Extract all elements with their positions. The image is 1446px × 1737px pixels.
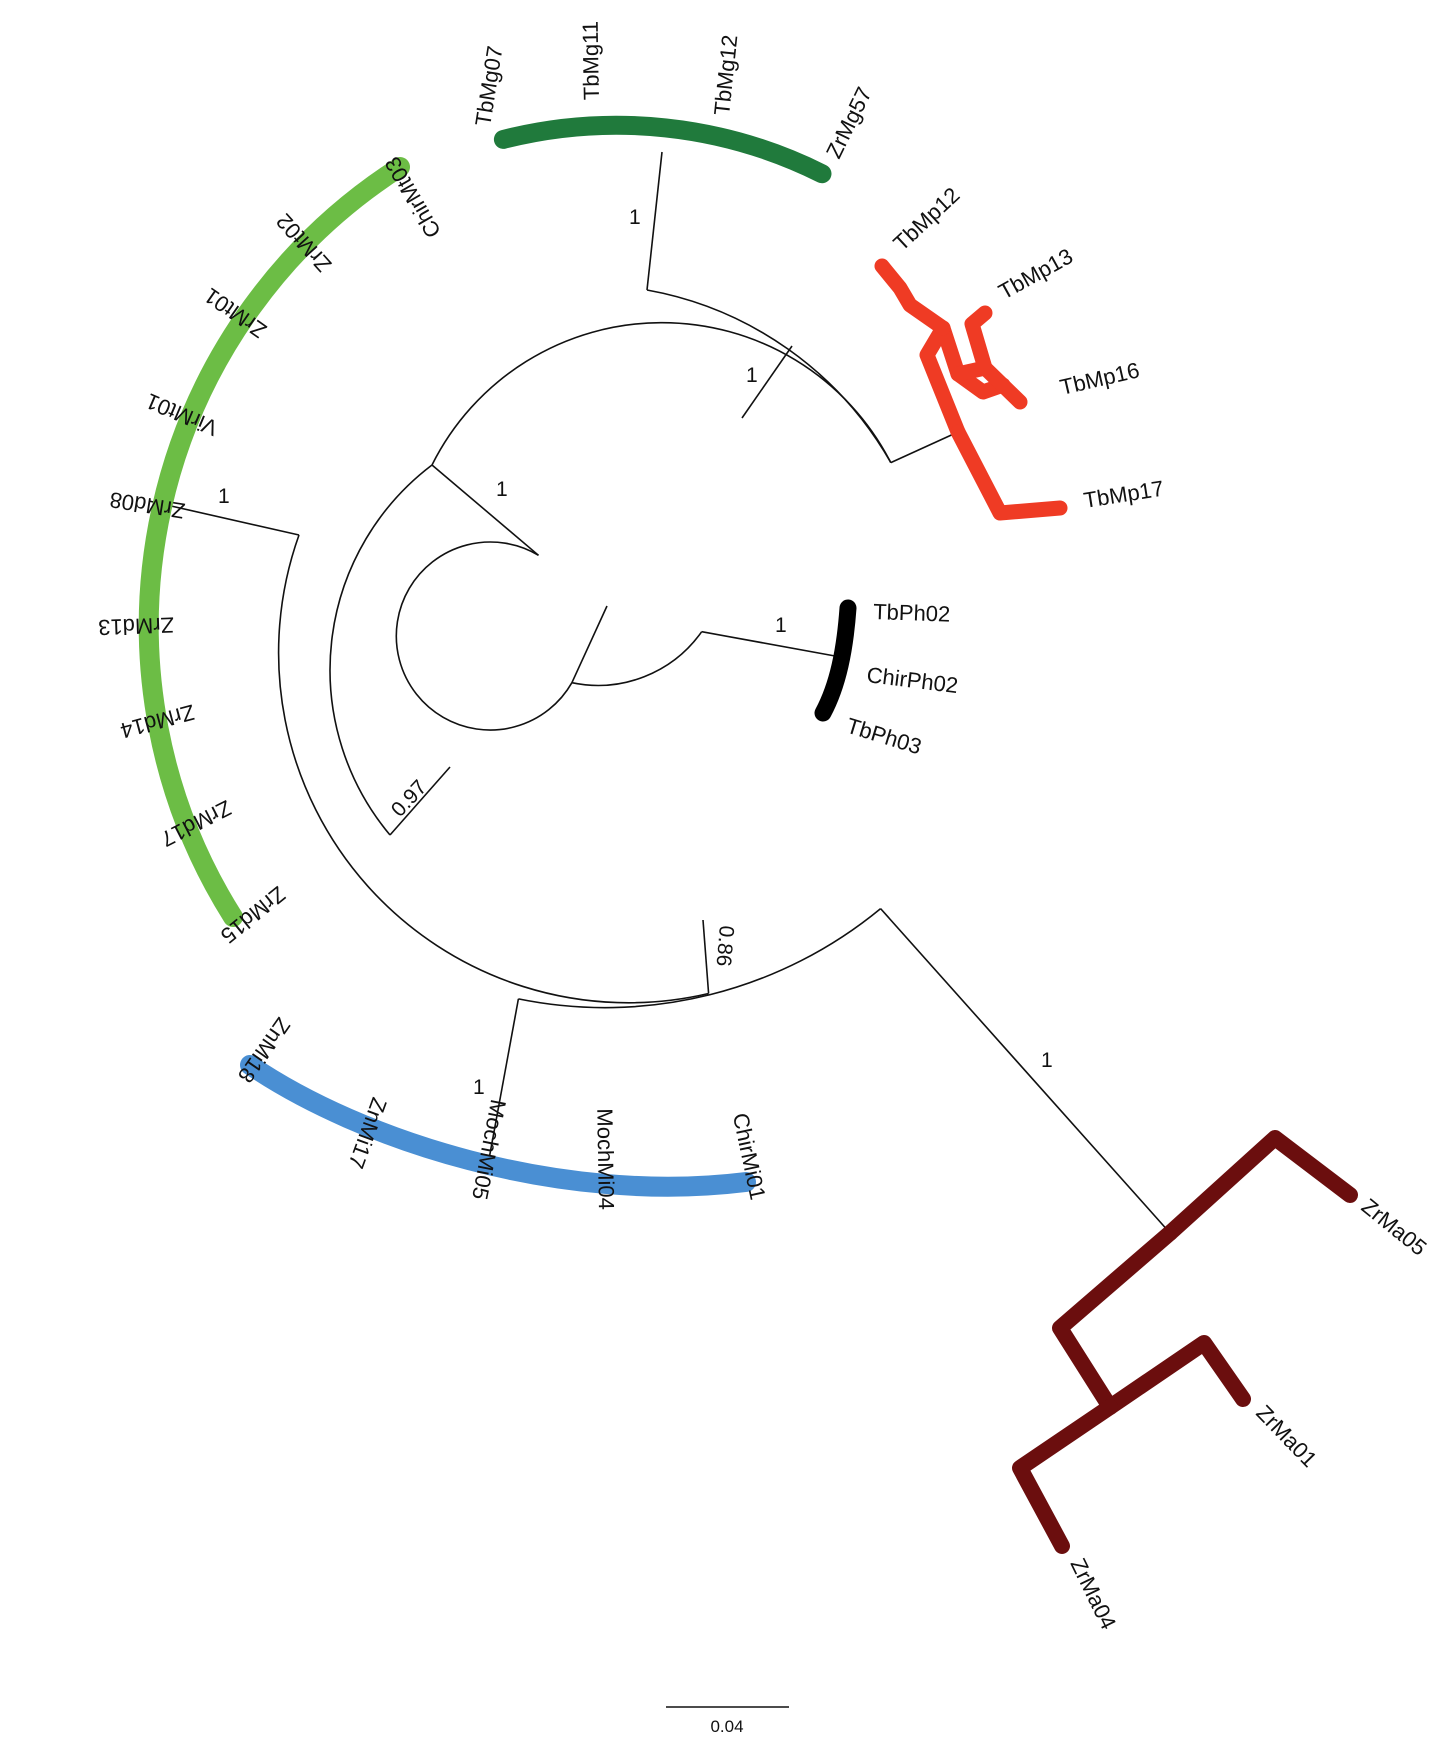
root-arc — [395, 541, 573, 731]
tip-label-TbMp13: TbMp13 — [994, 243, 1077, 304]
mg-arc — [493, 115, 832, 184]
root-stem — [571, 605, 608, 684]
tip-label-MochMi05: MochMi05 — [467, 1097, 511, 1201]
upper-stem — [431, 464, 540, 556]
clade-mp — [874, 258, 1068, 521]
clade-mt-md — [138, 157, 410, 927]
ph-arc-thick — [814, 599, 857, 722]
scale-bar: 0.04 — [666, 1706, 789, 1736]
support-ph: 1 — [775, 614, 787, 637]
support-values: 1 1 1 1 1 0.97 0.86 1 1 — [218, 206, 1053, 1099]
mi-ma-stem — [702, 919, 710, 994]
tip-label-TbMp16: TbMp16 — [1058, 357, 1142, 400]
tip-label-TbPh03: TbPh03 — [844, 713, 925, 759]
lower-stem — [389, 766, 451, 836]
tree-branches — [148, 151, 1171, 1234]
support-mg-mp: 1 — [746, 364, 758, 387]
tip-label-ZrMa05: ZrMa05 — [1357, 1193, 1432, 1260]
tip-label-ChirMt03: ChirMt03 — [380, 153, 446, 243]
lower2-arc — [277, 534, 709, 1004]
support-mt-md: 1 — [218, 485, 230, 508]
clade-mg — [493, 115, 832, 184]
mp-stem — [890, 431, 959, 464]
mi-stem — [486, 998, 520, 1171]
mg-mp-stem — [741, 345, 793, 419]
clade-ph — [814, 599, 857, 722]
tip-label-TbPh02: TbPh02 — [873, 599, 951, 627]
tip-label-ChirPh02: ChirPh02 — [865, 662, 959, 698]
support-lower: 0.97 — [387, 776, 432, 822]
mi-ma-arc — [518, 907, 882, 1009]
mg-stem — [646, 151, 663, 291]
upper-arc — [431, 321, 892, 466]
tip-label-TbMp17: TbMp17 — [1082, 476, 1166, 513]
scale-bar-label: 0.04 — [710, 1717, 743, 1736]
tip-label-ZrMd13: ZrMd13 — [98, 612, 175, 640]
support-mg: 1 — [629, 206, 641, 229]
tip-label-TbMg11: TbMg11 — [578, 21, 604, 101]
lower-arc — [329, 464, 433, 836]
tip-label-ZrMg57: ZrMg57 — [821, 83, 877, 162]
tip-label-TbMp12: TbMp12 — [888, 182, 964, 255]
support-upper: 1 — [496, 478, 508, 501]
md-stem — [148, 500, 300, 536]
tip-label-TbMg07: TbMg07 — [470, 44, 507, 128]
ph-arc — [571, 631, 703, 687]
tip-label-ZrMa04: ZrMa04 — [1066, 1554, 1122, 1633]
support-mi-ma: 0.86 — [711, 925, 737, 968]
tip-label-TbMg12: TbMg12 — [709, 34, 742, 117]
tip-label-MochMi04: MochMi04 — [592, 1108, 619, 1210]
tip-label-ZrMa01: ZrMa01 — [1251, 1400, 1322, 1472]
mt-md-arc — [138, 157, 410, 927]
ma-stem — [880, 908, 1171, 1234]
clade-ma — [1012, 1130, 1358, 1554]
support-ma: 1 — [1041, 1049, 1053, 1072]
mg-mp-arc — [646, 289, 892, 463]
mi-arc — [240, 1055, 756, 1197]
support-mi: 1 — [473, 1076, 485, 1099]
ph-stem — [701, 630, 836, 657]
clade-mi — [240, 1055, 756, 1197]
